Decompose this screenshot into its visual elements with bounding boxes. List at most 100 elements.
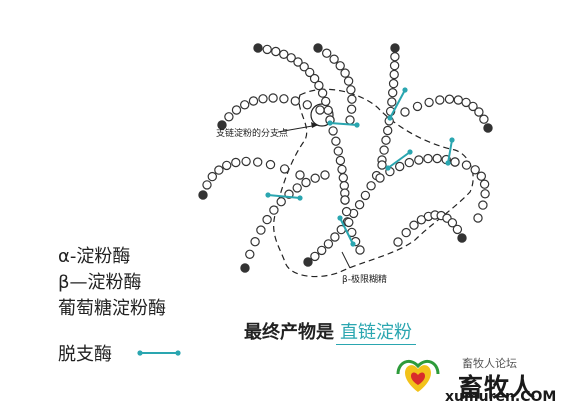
debranch-enzyme-legend-icon [137,350,181,356]
glucose-bead [393,237,403,247]
glucose-bead [468,101,478,112]
glucose-bead [269,205,279,215]
glucose-bead [258,94,268,104]
glucose-bead [310,251,320,262]
glucose-bead [231,105,242,115]
glucose-bead [452,224,463,235]
chain-lower-right [450,157,490,223]
glucose-bead [476,171,486,181]
glucose-bead [299,62,309,72]
glucose-bead [404,157,414,168]
final-product-statement: 最终产物是直链淀粉 [244,318,416,345]
glucose-bead [279,164,290,174]
glucose-bead [239,100,250,110]
chain-reducing-end [483,123,493,133]
glucose-bead [268,93,278,103]
chain-reducing-end [457,233,467,243]
glucose-bead [375,173,385,183]
cluster-dashed-outline [273,88,474,278]
beta-limit-pointer [341,251,351,269]
glucose-bead [256,225,266,235]
glucose-bead [314,80,324,91]
branch-point-label: 支链淀粉的分支点 [216,127,288,139]
chain-top [313,43,357,125]
glucose-bead [262,44,272,55]
glucose-bead [330,232,340,242]
glucose-bead [292,183,302,193]
glucose-bead [279,49,289,60]
debranch-cut-marker [385,149,413,171]
glucose-bead [346,104,357,114]
glucose-bead [338,173,348,183]
glucose-bead [409,220,419,230]
brand-name: 畜牧人 [458,373,537,402]
glucose-bead [479,114,489,124]
final-product-prefix: 最终产物是 [244,322,334,343]
glucose-bead [414,155,424,165]
glucose-bead [388,78,399,89]
glucose-bead [276,196,286,207]
glucose-bead [340,195,350,205]
chain-upper-left [253,43,335,125]
glucose-bead [360,190,371,201]
glucose-bead [461,97,471,108]
glucose-bead [224,112,234,122]
glucose-bead [343,76,354,86]
glucose-bead [207,171,217,182]
glucose-bead [323,105,333,116]
legend-beta-amylase: β—淀粉酶 [58,272,142,293]
glucose-bead [340,68,350,78]
watermark-source: 畜牧人论坛 [462,357,517,370]
glucose-bead [388,87,398,98]
chain-reducing-end [313,43,323,53]
glucose-bead [214,165,224,175]
glucose-bead [377,160,387,170]
glucose-bead [323,239,334,249]
branch-point-arrowhead [311,122,318,128]
glucose-bead [335,61,345,71]
chain-left-down [240,170,330,273]
glucose-bead [253,157,263,167]
glucose-bead [383,125,393,136]
glucose-bead [290,96,300,106]
glucose-bead [309,73,320,84]
glucose-bead [432,153,442,164]
glucose-bead [248,96,259,106]
glucose-bead [295,170,305,180]
chain-reducing-end [240,263,250,273]
glucose-bead [333,146,343,156]
chain-mid-left [198,156,305,200]
glucose-bead [379,145,389,155]
glucose-bead [250,236,260,247]
glucose-bead [366,181,376,191]
final-product-answer: 直链淀粉 [336,322,416,345]
chain-left-top [217,93,325,130]
legend-alpha-amylase: α-淀粉酶 [58,246,131,267]
glucose-bead [354,199,365,210]
debranch-cut-marker [387,87,408,121]
glucose-bead [317,245,327,256]
glucose-bead [355,245,365,255]
glucose-bead [301,177,311,188]
glucose-bead [480,189,490,199]
glucose-bead [337,164,347,175]
glucose-bead [315,105,325,115]
glucose-bead [221,160,232,171]
debranch-cut-marker [337,215,356,247]
glucose-bead [401,227,411,238]
glucose-bead [317,88,328,98]
glucose-bead [424,97,434,108]
chain-reducing-end [253,43,263,53]
glucose-bead [389,69,399,80]
glucose-bead [423,153,433,164]
glucose-bead [461,160,472,170]
debranch-cut-marker [445,137,455,166]
debranching-cut-markers [265,87,455,247]
glucose-bead [387,97,397,107]
legend-glucoamylase: 葡萄糖淀粉酶 [58,298,166,319]
glucose-bead [320,170,330,180]
branch-point-pointer [277,124,319,133]
legend-debranching-enzyme: 脱支酶 [58,344,112,365]
glucose-bead [473,213,483,223]
glucose-bead [453,95,463,105]
